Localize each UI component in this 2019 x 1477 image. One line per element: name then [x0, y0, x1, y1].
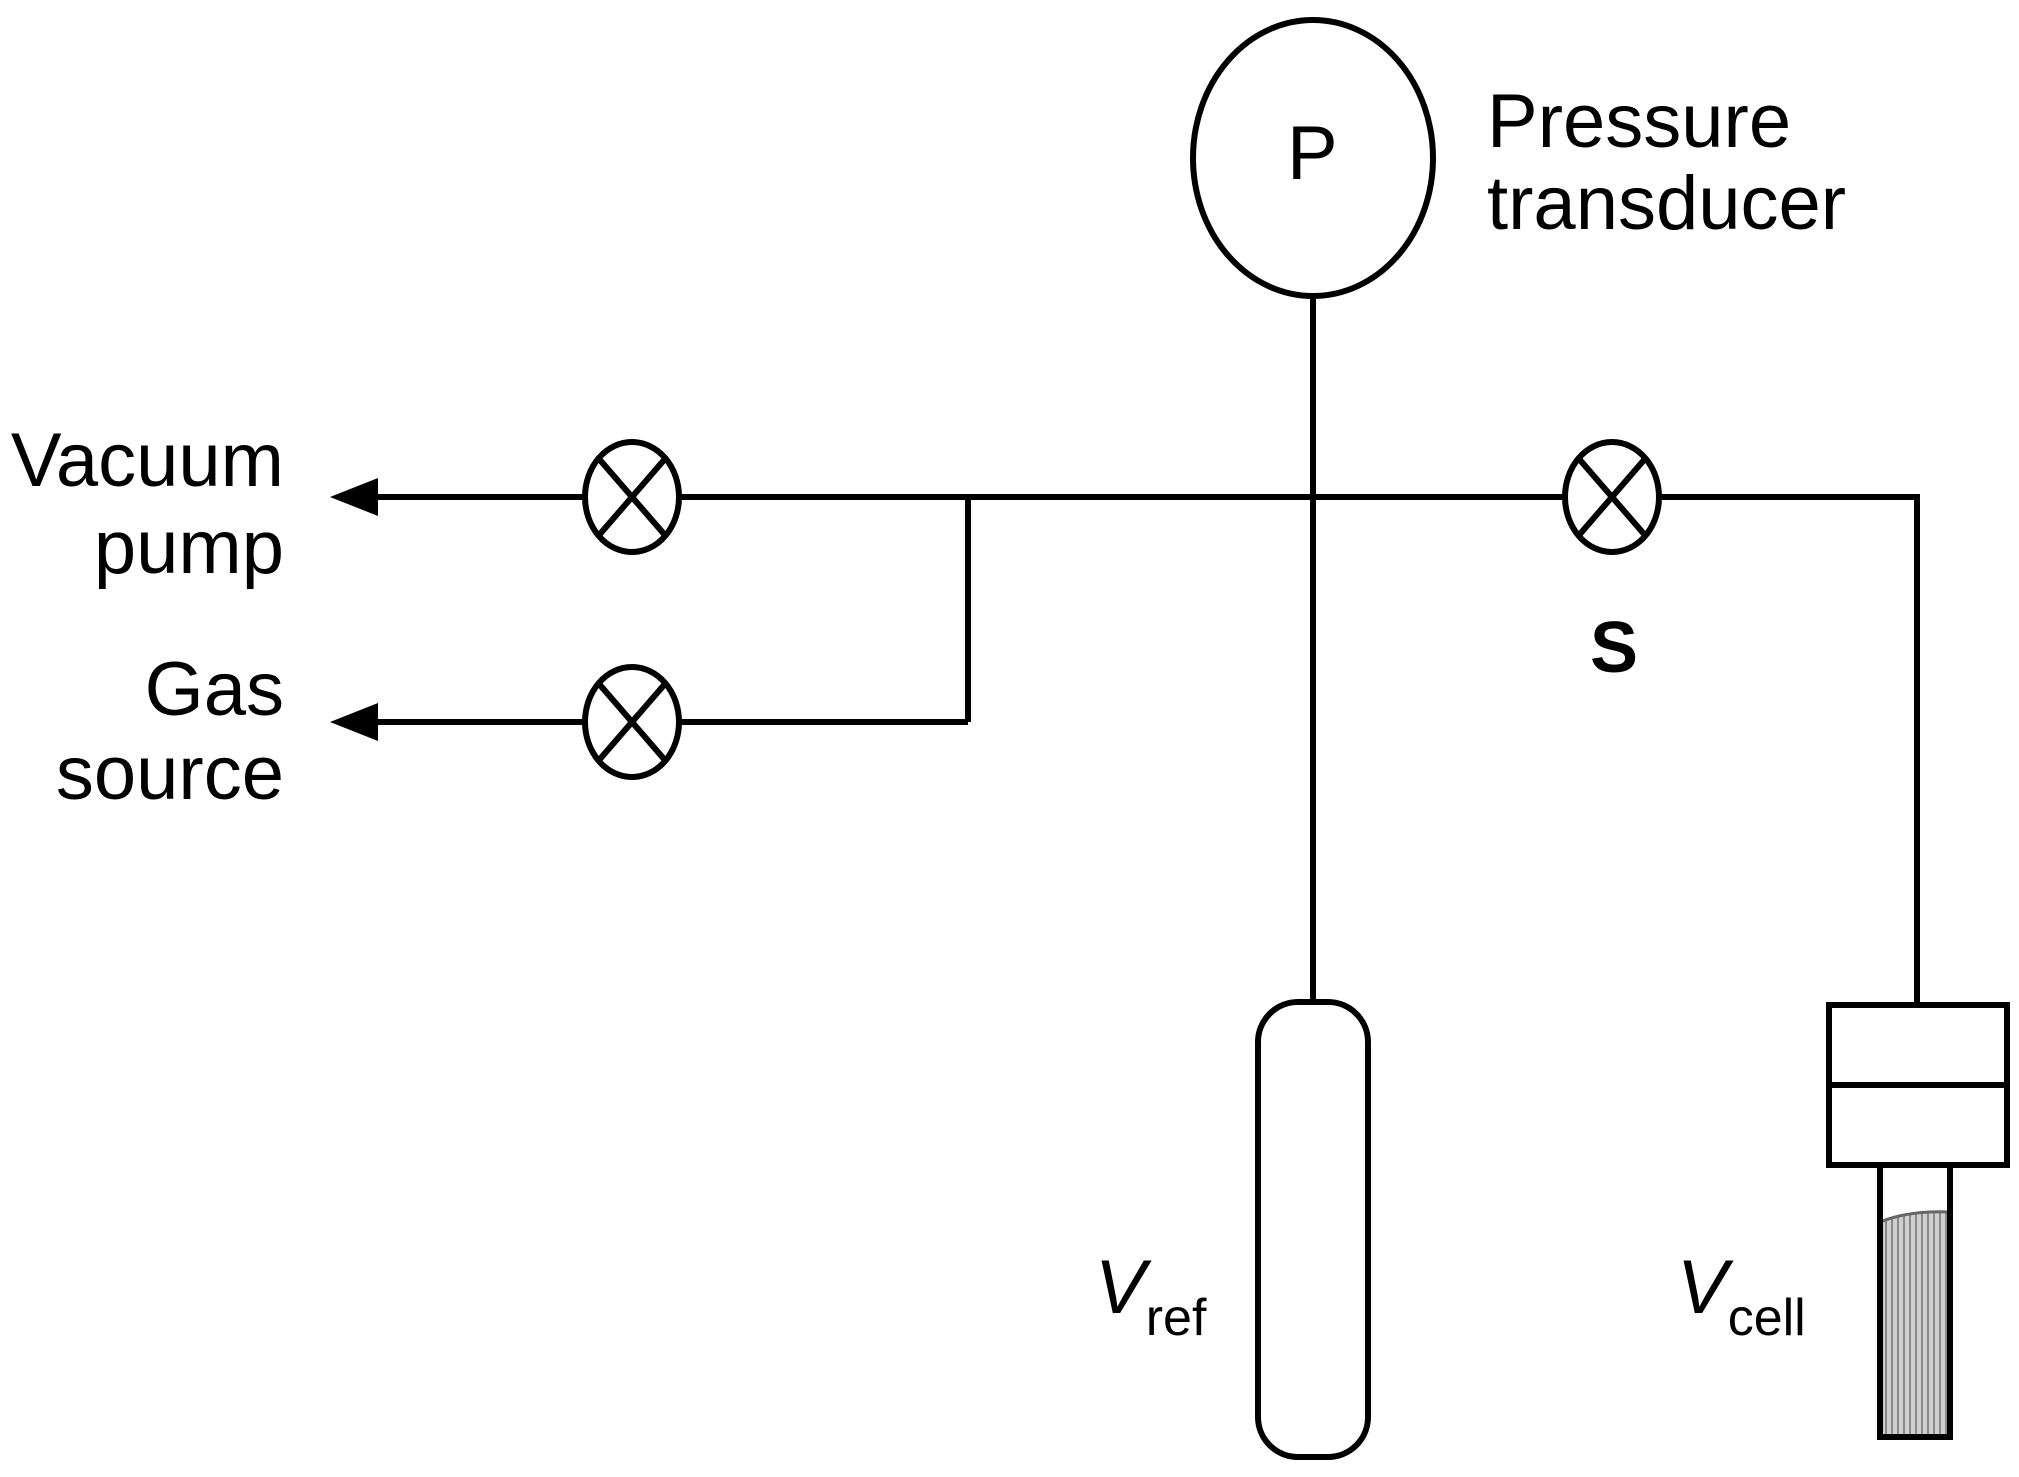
vacuum-pump-label-line1: Vacuum [10, 418, 284, 503]
vacuum-arrow-head [330, 478, 378, 516]
sample-cell-tube [1877, 1165, 1953, 1440]
sample-valve-s [1562, 439, 1662, 555]
reference-volume-cylinder [1255, 999, 1371, 1460]
gas-arrow-head [330, 703, 378, 741]
vacuum-pump-label-line2: pump [93, 505, 284, 590]
transducer-label-line2: transducer [1487, 161, 1847, 246]
vcell-subscript: cell [1727, 1289, 1806, 1347]
transducer-label-line1: Pressure [1487, 79, 1792, 164]
gas-source-label-line2: source [55, 731, 284, 816]
pressure-transducer-circle [1190, 17, 1436, 299]
vcell-label: Vcell [1677, 1250, 1806, 1345]
gas-valve [582, 664, 682, 780]
vref-label: Vref [1095, 1250, 1206, 1345]
vref-subscript: ref [1145, 1289, 1207, 1347]
transducer-letter: P [1287, 111, 1338, 196]
vcell-main: V [1677, 1245, 1728, 1330]
vref-main: V [1095, 1245, 1146, 1330]
gas-source-label-line1: Gas [144, 647, 284, 732]
valve-s-label: S [1590, 608, 1639, 688]
vacuum-valve [582, 439, 682, 555]
